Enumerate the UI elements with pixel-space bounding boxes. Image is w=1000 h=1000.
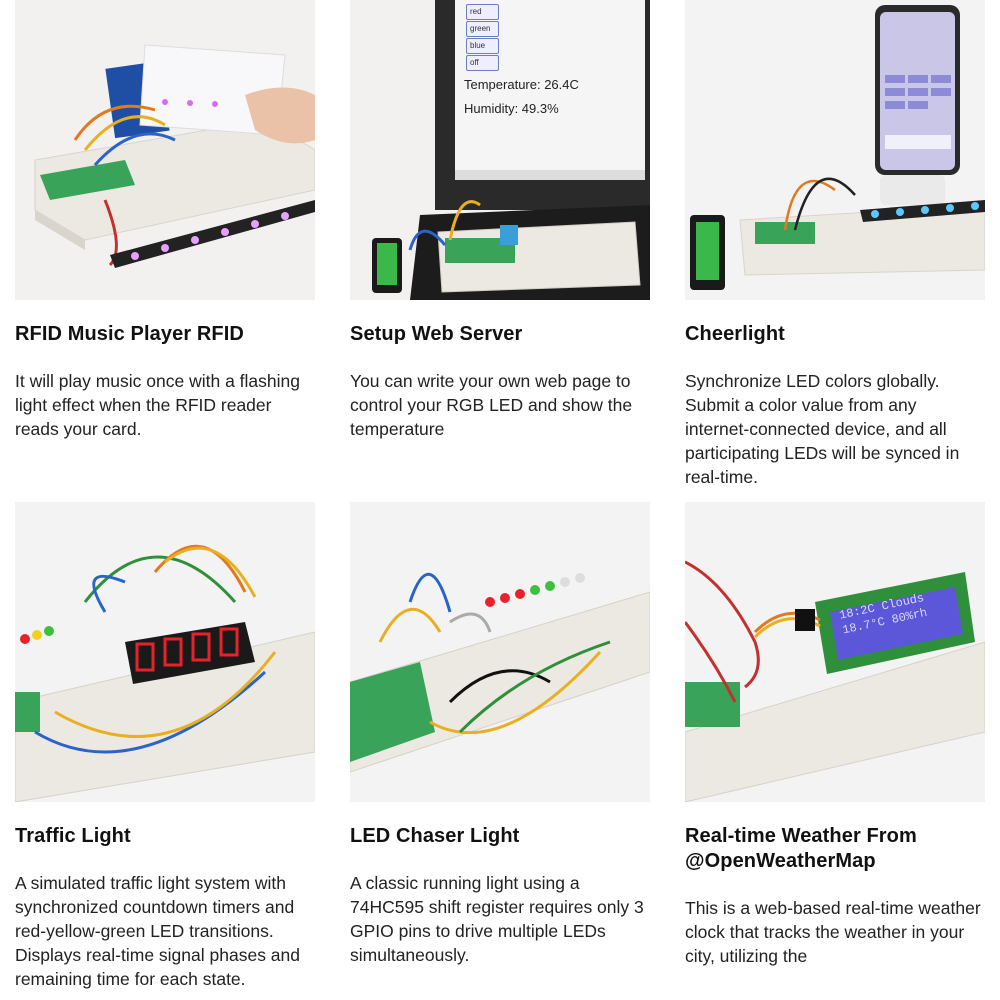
project-card-weather[interactable]: 18:2C Clouds 18.7°C 80%rh Real-time Weat… (685, 502, 985, 968)
weather-photo: 18:2C Clouds 18.7°C 80%rh (685, 502, 985, 802)
card-description: Synchronize LED colors globally. Submit … (685, 371, 960, 487)
temperature-readout: Temperature: 26.4C (464, 77, 579, 92)
card-title: LED Chaser Light (350, 825, 520, 847)
traffic-light-photo (15, 502, 315, 802)
cheerlight-photo (685, 0, 985, 300)
card-description: You can write your own web page to contr… (350, 371, 633, 439)
project-card-cheerlight[interactable]: Cheerlight Synchronize LED colors global… (685, 0, 985, 489)
humidity-readout: Humidity: 49.3% (464, 101, 559, 116)
card-title: RFID Music Player RFID (15, 323, 244, 345)
project-card-led-chaser[interactable]: LED Chaser Light A classic running light… (350, 502, 650, 967)
card-description: A classic running light using a 74HC595 … (350, 873, 644, 965)
web-server-photo: red green blue off Temperature: 26.4C Hu… (350, 0, 650, 300)
card-description: It will play music once with a flashing … (15, 371, 300, 439)
rfid-photo (15, 0, 315, 300)
led-chaser-photo (350, 502, 650, 802)
card-title: Traffic Light (15, 825, 131, 847)
screen-button-red[interactable]: red (466, 4, 499, 20)
card-description: A simulated traffic light system with sy… (15, 873, 300, 989)
card-title: Real-time Weather From @OpenWeatherMap (685, 825, 917, 872)
screen-button-blue[interactable]: blue (466, 38, 499, 54)
project-card-web-server[interactable]: red green blue off Temperature: 26.4C Hu… (350, 0, 650, 441)
web-page-screen: red green blue off Temperature: 26.4C Hu… (460, 2, 640, 167)
project-card-rfid[interactable]: RFID Music Player RFID It will play musi… (15, 0, 315, 441)
screen-button-off[interactable]: off (466, 55, 499, 71)
screen-button-green[interactable]: green (466, 21, 499, 37)
project-card-traffic-light[interactable]: Traffic Light A simulated traffic light … (15, 502, 315, 991)
card-title: Cheerlight (685, 323, 785, 345)
card-title: Setup Web Server (350, 323, 523, 345)
card-description: This is a web-based real-time weather cl… (685, 898, 981, 966)
